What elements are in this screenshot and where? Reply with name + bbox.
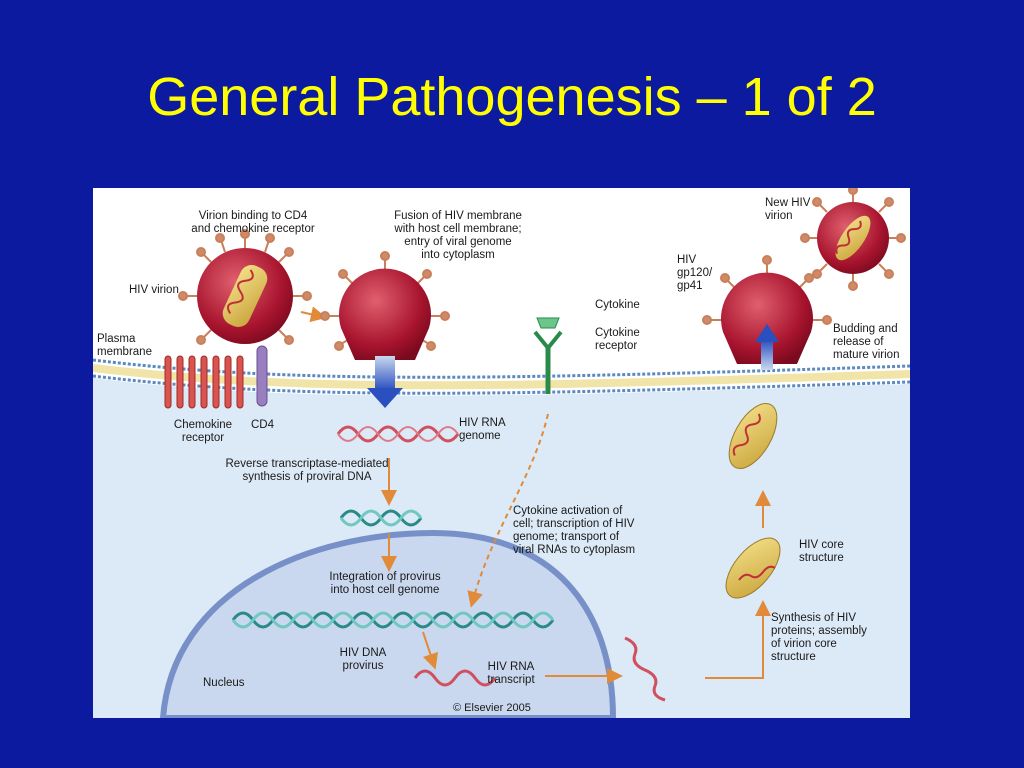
label-hiv-virion: HIV virion [129,284,179,296]
cd4-receptor [256,345,268,407]
copyright: © Elsevier 2005 [453,702,531,714]
label-synthesis-proteins: Synthesis of HIV proteins; assembly of v… [771,612,867,663]
label-gp120: HIV gp120/ gp41 [677,254,713,292]
label-new-hiv-virion: New HIV virion [765,197,811,222]
slide-title: General Pathogenesis – 1 of 2 [147,67,877,127]
label-cytokine: Cytokine [595,299,640,311]
label-integration: Integration of provirus into host cell g… [329,571,441,596]
hiv-lifecycle-diagram [93,188,910,718]
label-hiv-rna-transcript: HIV RNA transcript [487,661,535,686]
label-hiv-rna-genome: HIV RNA genome [459,417,506,442]
label-cd4: CD4 [251,419,275,431]
hiv-virion-new [800,188,906,291]
label-virion-binding: Virion binding to CD4 and chemokine rece… [191,210,315,235]
label-cytokine-receptor: Cytokine receptor [595,327,640,352]
hiv-lifecycle-figure: Virion binding to CD4 and chemokine rece… [93,188,910,718]
label-cytokine-activation: Cytokine activation of cell; transcripti… [513,505,636,556]
chemokine-receptor [164,355,244,409]
hiv-core-structure [725,537,781,599]
hiv-rna-transcript [413,669,497,687]
label-plasma-membrane: Plasma membrane [97,333,152,358]
label-budding: Budding and release of mature virion [833,323,900,361]
hiv-virion-budding [702,255,832,370]
label-fusion: Fusion of HIV membrane with host cell me… [394,210,522,261]
label-nucleus: Nucleus [203,677,245,689]
cytoplasm-rna [624,636,666,702]
integrated-provirus [231,611,555,629]
label-core-structure: HIV core structure [799,539,844,564]
label-reverse-transcriptase: Reverse transcriptase-mediated synthesis… [225,458,389,483]
hiv-core-mature [728,403,778,469]
label-hiv-dna-provirus: HIV DNA provirus [339,647,387,672]
label-chemokine-receptor: Chemokine receptor [173,419,233,444]
proviral-dna [339,509,423,527]
hiv-virion-fusing [320,251,450,408]
cytokine-receptor-group [533,317,563,394]
hiv-virion-binding [178,229,312,345]
